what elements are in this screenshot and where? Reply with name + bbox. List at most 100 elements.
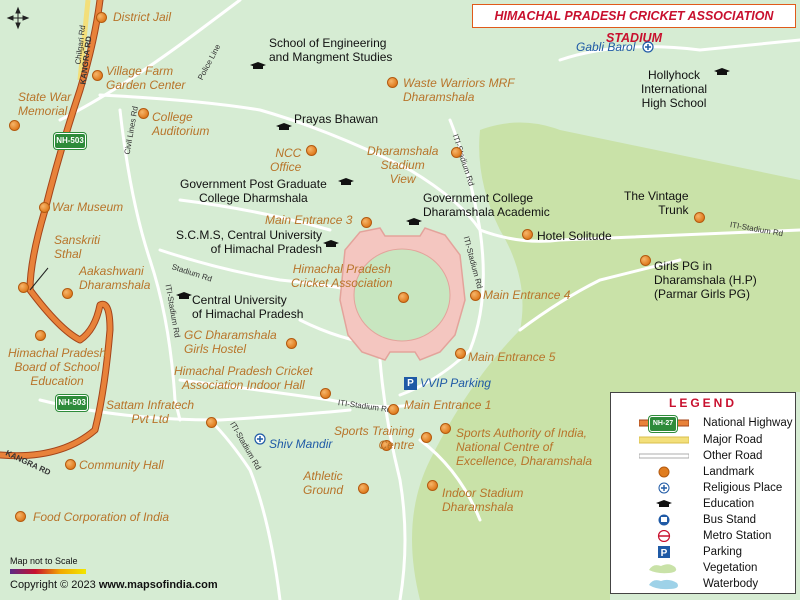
landmark-marker[interactable] xyxy=(440,423,451,434)
parking-icon: P xyxy=(658,546,670,558)
education-icon[interactable] xyxy=(250,62,266,70)
landmark-marker[interactable] xyxy=(206,417,217,428)
landmark-marker[interactable] xyxy=(306,145,317,156)
legend-row-major-road: Major Road xyxy=(611,432,795,448)
landmark-marker[interactable] xyxy=(640,255,651,266)
label-aakashwani: Aakashwani Dharamshala xyxy=(79,264,151,292)
road-stadium xyxy=(158,248,352,292)
education-icon[interactable] xyxy=(176,292,192,300)
landmark-marker[interactable] xyxy=(286,338,297,349)
landmark-marker[interactable] xyxy=(65,459,76,470)
landmark-marker[interactable] xyxy=(470,290,481,301)
landmark-marker[interactable] xyxy=(320,388,331,399)
landmark-marker[interactable] xyxy=(18,282,29,293)
legend-row-education: Education xyxy=(611,496,795,512)
education-icon[interactable] xyxy=(323,240,339,248)
copyright-site[interactable]: www.mapsofindia.com xyxy=(98,579,218,591)
label-food-corp: Food Corporation of India xyxy=(33,510,170,524)
education-icon xyxy=(656,500,672,507)
religious-place-icon[interactable] xyxy=(642,41,654,53)
landmark-marker[interactable] xyxy=(138,108,149,119)
label-district-jail: District Jail xyxy=(113,10,172,24)
copyright-text: Copyright © 2023 xyxy=(10,579,96,591)
scale-note: Map not to Scale xyxy=(10,556,78,566)
landmark-marker[interactable] xyxy=(381,440,392,451)
landmark-marker[interactable] xyxy=(9,120,20,131)
legend-label: Vegetation xyxy=(703,562,758,574)
parking-icon[interactable]: P xyxy=(404,377,417,390)
landmark-marker[interactable] xyxy=(62,288,73,299)
landmark-marker[interactable] xyxy=(96,12,107,23)
road-police-line xyxy=(58,0,242,122)
legend-row-vegetation: Vegetation xyxy=(611,560,795,576)
landmark-marker[interactable] xyxy=(522,229,533,240)
label-state-war: State War Memorial xyxy=(18,90,72,118)
copyright: Copyright © 2023 www.mapsofindia.com xyxy=(10,579,218,591)
label-hollyhock: Hollyhock International High School xyxy=(641,68,708,110)
landmark-marker[interactable] xyxy=(455,348,466,359)
label-athletic-ground: Athletic Ground xyxy=(303,469,344,497)
landmark-marker[interactable] xyxy=(35,330,46,341)
nh-badge-top: NH-503 xyxy=(54,133,86,149)
sanskriti-leader-line xyxy=(29,267,49,291)
label-sports-training: Sports Training Centre xyxy=(334,424,415,452)
road-gabli xyxy=(558,38,800,62)
legend-label: Metro Station xyxy=(703,530,772,542)
legend-label: Landmark xyxy=(703,466,755,478)
bus-icon xyxy=(658,514,670,526)
landmark-marker[interactable] xyxy=(388,404,399,415)
label-main-entrance-4: Main Entrance 4 xyxy=(483,288,571,302)
label-school-eng: School of Engineering and Mangment Studi… xyxy=(269,36,393,64)
landmark-marker[interactable] xyxy=(421,432,432,443)
label-vintage-trunk: The Vintage Trunk xyxy=(624,189,689,217)
label-college-aud: College Auditorium xyxy=(152,110,210,138)
landmark-icon xyxy=(658,466,670,478)
landmark-marker[interactable] xyxy=(358,483,369,494)
label-main-entrance-3: Main Entrance 3 xyxy=(265,213,353,227)
label-prayas: Prayas Bhawan xyxy=(294,112,379,126)
label-hp-board: Himachal Pradesh Board of School Educati… xyxy=(8,346,107,388)
label-sai: Sports Authority of India, National Cent… xyxy=(456,426,593,468)
map-title: HIMACHAL PRADESH CRICKET ASSOCIATION STA… xyxy=(472,4,796,45)
road-main-east xyxy=(98,93,800,243)
label-village-farm: Village Farm Garden Center xyxy=(106,64,186,92)
landmark-marker[interactable] xyxy=(39,202,50,213)
landmark-marker[interactable] xyxy=(427,480,438,491)
label-vvip-parking: VVIP Parking xyxy=(420,376,491,390)
landmark-marker[interactable] xyxy=(694,212,705,223)
legend-row-national-highway: NH-27 National Highway xyxy=(611,415,795,432)
label-girls-pg: Girls PG in Dharamshala (H.P) (Parmar Gi… xyxy=(654,259,757,301)
label-main-entrance-1: Main Entrance 1 xyxy=(404,398,492,412)
education-icon[interactable] xyxy=(714,68,730,76)
legend-other-road-swatch xyxy=(639,453,689,459)
road-hotel xyxy=(518,258,682,332)
legend-label: Waterbody xyxy=(703,578,759,590)
legend-row-metro: Metro Station xyxy=(611,528,795,544)
label-war-museum: War Museum xyxy=(52,200,124,214)
label-indoor-hall: Himachal Pradesh Cricket Association Ind… xyxy=(174,364,313,392)
legend-row-other-road: Other Road xyxy=(611,448,795,464)
education-icon[interactable] xyxy=(406,218,422,226)
landmark-marker[interactable] xyxy=(387,77,398,88)
landmark-marker[interactable] xyxy=(15,511,26,522)
landmark-marker[interactable] xyxy=(361,217,372,228)
road-stadium-south xyxy=(378,358,407,600)
religious-place-icon[interactable] xyxy=(254,433,266,445)
label-hotel-solitude: Hotel Solitude xyxy=(537,229,612,243)
education-icon[interactable] xyxy=(338,178,354,186)
landmark-marker[interactable] xyxy=(398,292,409,303)
landmark-marker[interactable] xyxy=(92,70,103,81)
label-community-hall: Community Hall xyxy=(79,458,164,472)
legend-label: Bus Stand xyxy=(703,514,757,526)
label-shiv-mandir: Shiv Mandir xyxy=(269,437,333,451)
landmark-marker[interactable] xyxy=(451,147,462,158)
education-icon[interactable] xyxy=(276,123,292,131)
legend-row-bus-stand: Bus Stand xyxy=(611,512,795,528)
label-sanskriti: Sanskriti Sthal xyxy=(54,233,101,261)
label-hpca: Himachal Pradesh Cricket Association xyxy=(291,262,393,290)
label-stadium-view: Dharamshala Stadium View xyxy=(367,144,439,186)
legend-label: Other Road xyxy=(703,450,763,462)
compass-icon xyxy=(6,6,30,30)
legend-label: Education xyxy=(703,498,755,510)
